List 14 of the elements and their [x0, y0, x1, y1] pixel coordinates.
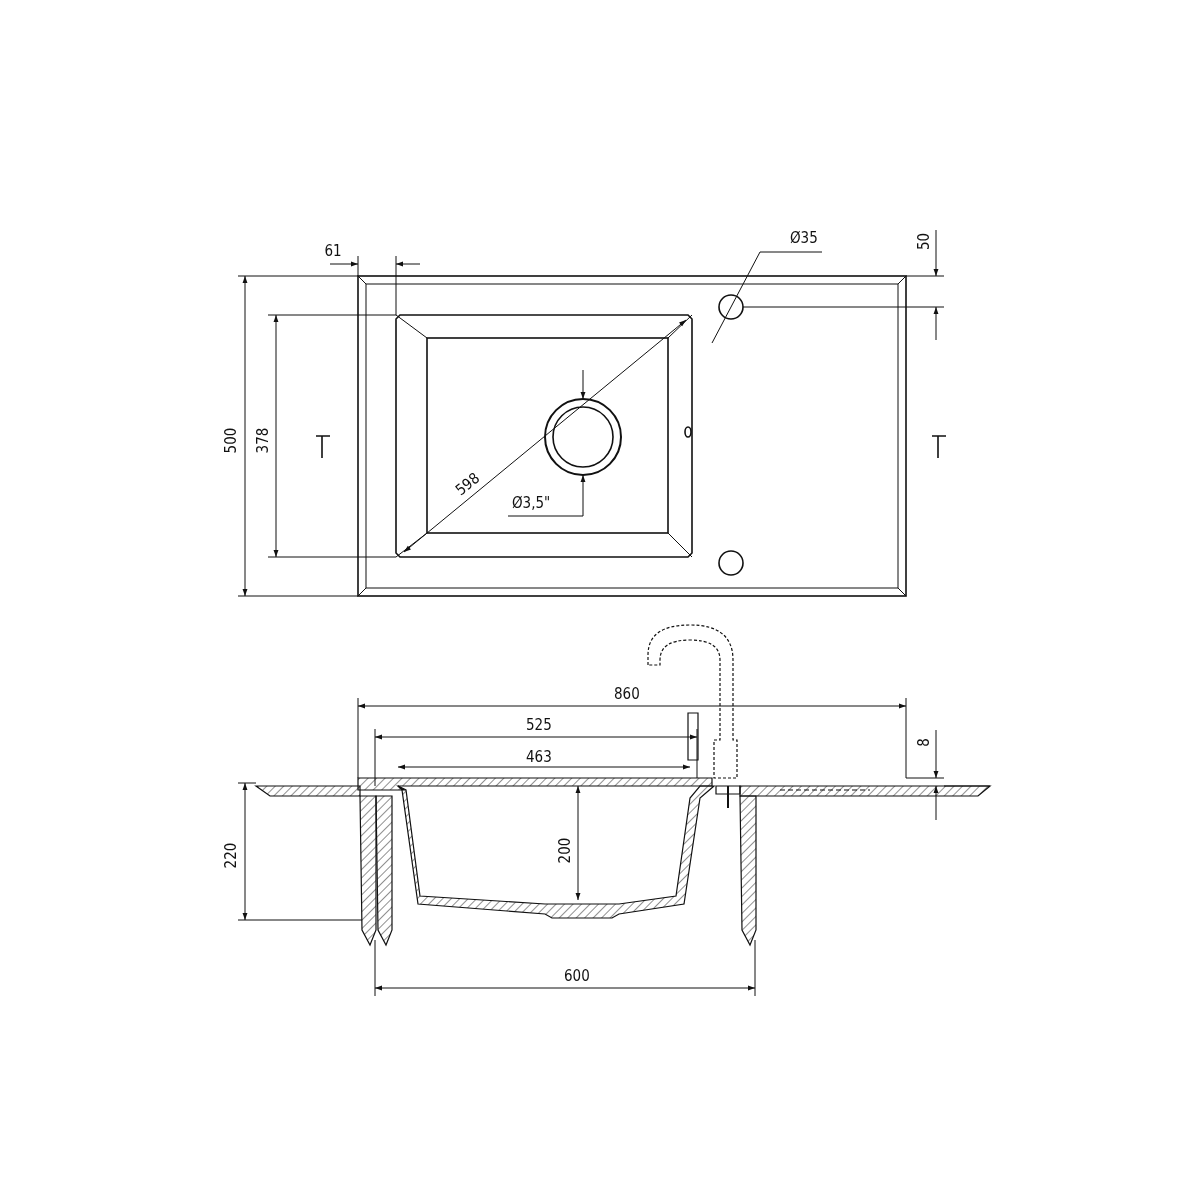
dimension-label: 61: [324, 243, 342, 259]
dimension-label: Ø3,5": [512, 495, 551, 511]
dimension-label: 600: [564, 968, 590, 984]
dimension-label: 500: [224, 427, 240, 453]
dimension-label: 378: [256, 427, 272, 453]
dimension-label: 598: [453, 470, 483, 498]
dimension-label: 860: [614, 686, 640, 702]
dimension-label: Ø35: [790, 230, 818, 246]
dimension-label: 8: [916, 737, 932, 747]
dimension-label: 463: [526, 749, 552, 765]
dimension-label: 200: [558, 837, 574, 863]
dimension-label: 525: [526, 717, 552, 733]
dimension-label: 50: [916, 232, 932, 250]
dimension-label: 220: [224, 842, 240, 868]
